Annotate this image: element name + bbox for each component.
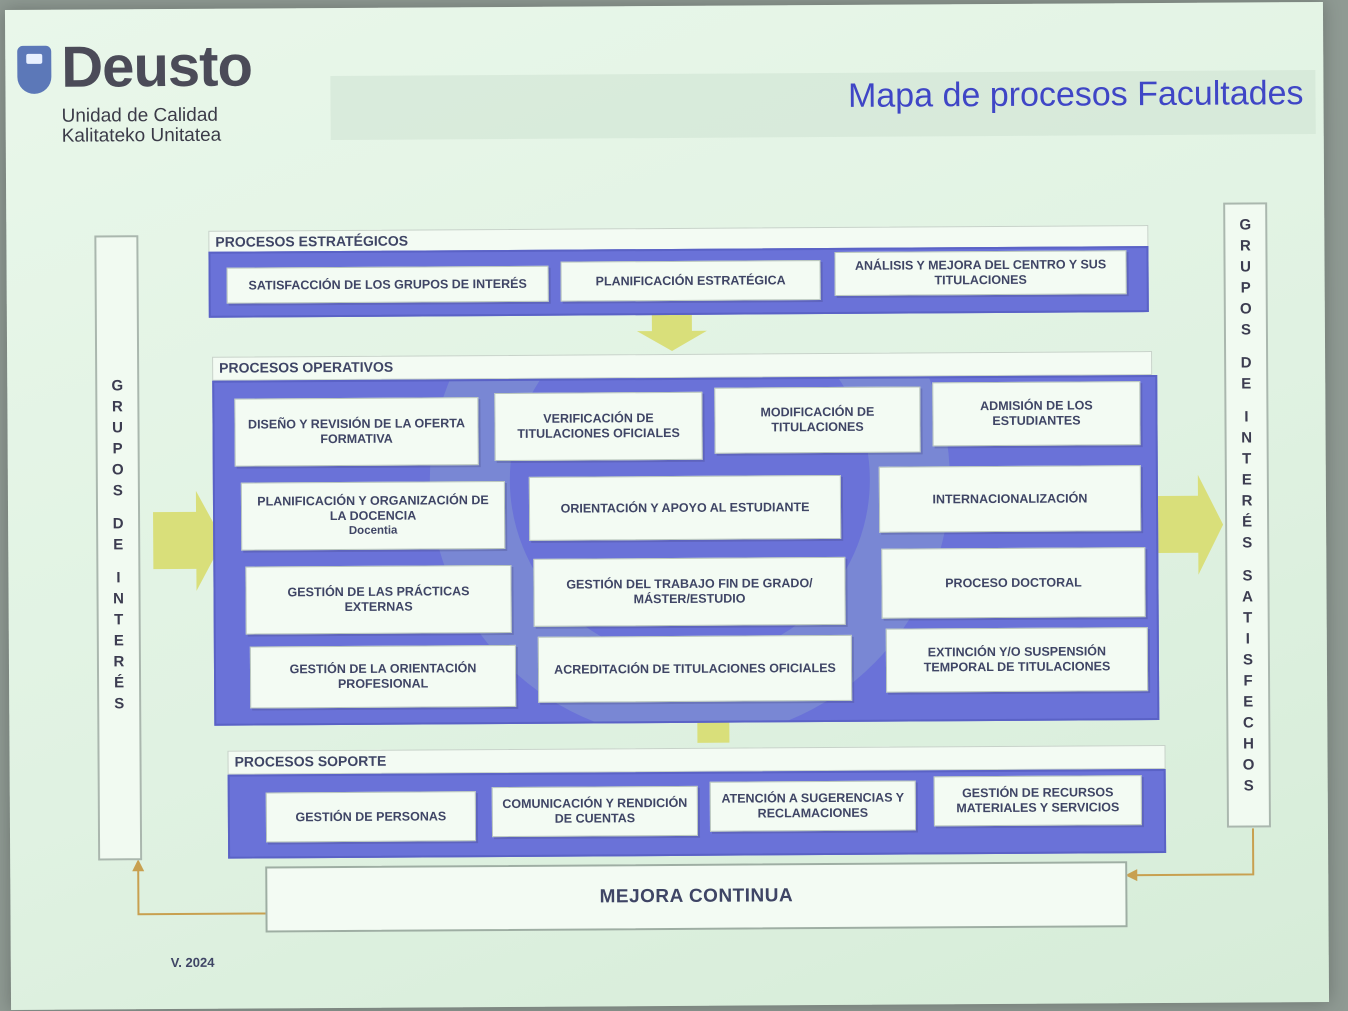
left-letter: S [114,695,125,713]
left-feedback-arrowhead [132,859,145,872]
right-letter: S [1243,777,1254,795]
right-letter: I [1244,408,1249,426]
right-letter: S [1242,651,1254,669]
left-letter: E [113,536,124,554]
process-box: SATISFACCIÓN DE LOS GRUPOS DE INTERÉS [226,265,549,304]
left-letter: T [114,611,124,629]
process-box-subtext: Docentia [348,524,398,537]
process-box: GESTIÓN DE LA ORIENTACIÓN PROFESIONAL [249,644,517,709]
left-letter: E [113,632,124,650]
left-letter: R [111,398,123,416]
process-box-text: PLANIFICACIÓN Y ORGANIZACIÓN DE LA DOCEN… [257,492,489,523]
right-letter: A [1242,588,1254,606]
process-box: DISEÑO Y REVISIÓN DE LA OFERTA FORMATIVA [234,397,479,467]
down-arrow [636,310,707,351]
right-feedback-line [1127,828,1255,877]
band-operativos: DISEÑO Y REVISIÓN DE LA OFERTA FORMATIVA… [212,375,1160,726]
right-letter: U [1240,258,1252,276]
right-letter: R [1239,237,1251,255]
process-box: INTERNACIONALIZACIÓN [878,465,1142,533]
right-letter: O [1242,756,1255,774]
right-letter: P [1240,279,1251,297]
left-letter: S [112,482,123,500]
right-letter: R [1241,492,1253,510]
right-letter: E [1241,471,1252,489]
right-letter: S [1240,321,1251,339]
right-letter: D [1240,354,1252,372]
right-letter: N [1241,429,1253,447]
left-feedback-line [137,862,266,916]
right-column-grupos-de-interes-satisfechos: G R U P O S D E I N T E R É S S A T I S … [1223,202,1271,828]
right-letter: O [1239,300,1252,318]
feedback-lines [132,310,1255,916]
right-letter: I [1245,630,1250,648]
process-box: ADMISIÓN DE LOS ESTUDIANTES [932,381,1141,447]
left-letter: D [112,515,124,533]
process-box: GESTIÓN DE LAS PRÁCTICAS EXTERNAS [245,564,512,635]
left-letter: O [111,461,124,479]
version-label: V. 2024 [170,954,215,971]
process-box: ACREDITACIÓN DE TITULACIONES OFICIALES [537,634,853,703]
process-box: GESTIÓN DE PERSONAS [265,791,477,843]
process-box: GESTIÓN DE RECURSOS MATERIALES Y SERVICI… [933,775,1142,827]
right-letter: F [1243,672,1253,690]
left-letter: G [111,377,124,395]
process-box: PROCESO DOCTORAL [881,547,1146,619]
right-letter: S [1242,567,1253,585]
process-box: ATENCIÓN A SUGERENCIAS Y RECLAMACIONES [709,780,916,832]
left-letter: É [114,674,125,692]
process-box: GESTIÓN DEL TRABAJO FIN DE GRADO/ MÁSTER… [533,556,846,627]
left-letter: N [113,590,125,608]
left-letter: R [113,653,125,671]
right-letter: É [1242,513,1253,531]
right-feedback-arrowhead [1125,869,1138,882]
right-letter: S [1242,534,1253,552]
process-box: EXTINCIÓN Y/O SUSPENSIÓN TEMPORAL DE TIT… [885,627,1149,693]
band-estrategicos: SATISFACCIÓN DE LOS GRUPOS DE INTERÉS PL… [208,246,1149,318]
right-letter: T [1242,450,1252,468]
process-box: ANÁLISIS Y MEJORA DEL CENTRO Y SUS TITUL… [834,250,1127,296]
right-letter: E [1241,375,1252,393]
left-column-grupos-de-interes: G R U P O S D E I N T E R É S [94,235,143,861]
left-letter: U [112,419,123,437]
left-letter: P [112,440,123,458]
mejora-continua-box: MEJORA CONTINUA [265,861,1128,933]
process-box: VERIFICACIÓN DE TITULACIONES OFICIALES [494,391,703,462]
right-letter: E [1243,693,1254,711]
right-letter: C [1242,714,1254,732]
right-letter: G [1239,216,1252,234]
process-box: ORIENTACIÓN Y APOYO AL ESTUDIANTE [528,474,842,541]
process-box: MODIFICACIÓN DE TITULACIONES [714,386,921,454]
output-arrow [1157,474,1224,575]
process-box: COMUNICACIÓN Y RENDICIÓN DE CUENTAS [491,785,699,838]
slide: Deusto Unidad de Calidad Kalitateko Unit… [4,1,1330,1011]
right-letter: T [1243,609,1253,627]
left-letter: I [116,569,121,587]
process-box-docencia: PLANIFICACIÓN Y ORGANIZACIÓN DE LA DOCEN… [240,480,506,551]
input-arrow [153,490,224,591]
process-box: PLANIFICACIÓN ESTRATÉGICA [560,260,821,302]
right-letter: H [1242,735,1254,753]
band-soporte: GESTIÓN DE PERSONAS COMUNICACIÓN Y RENDI… [227,768,1167,859]
